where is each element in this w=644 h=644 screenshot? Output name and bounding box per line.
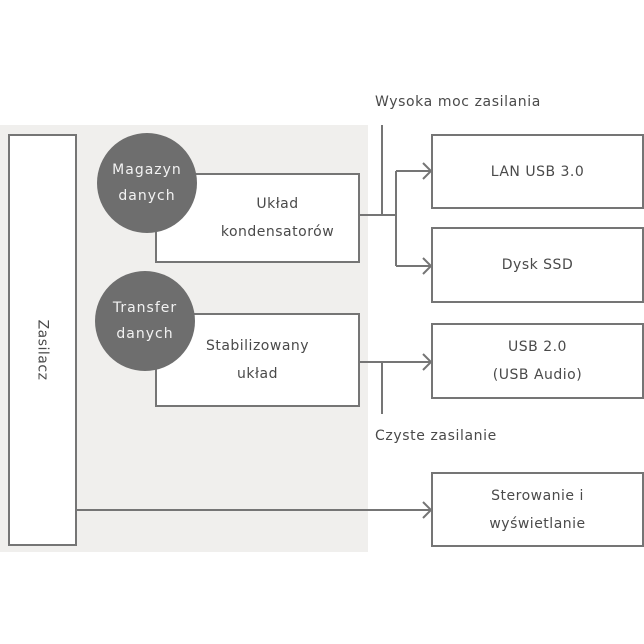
- high-power-label: Wysoka moc zasilania: [375, 94, 541, 110]
- output-control-display: Sterowanie i wyświetlanie: [431, 472, 644, 547]
- storage-circle-line2: danych: [118, 188, 176, 204]
- storage-circle-line1: Magazyn: [112, 162, 182, 178]
- stabilized-block-line1: Stabilizowany: [205, 338, 310, 354]
- output-usb2-line1: USB 2.0: [508, 339, 567, 355]
- output-control-line2: wyświetlanie: [489, 515, 586, 532]
- output-usb2-line2: (USB Audio): [492, 367, 583, 383]
- transfer-circle-line1: Transfer: [112, 300, 178, 316]
- clean-power-label: Czyste zasilanie: [375, 428, 497, 444]
- transfer-circle: Transfer danych: [95, 271, 195, 371]
- power-supply-block: Zasilacz: [8, 134, 77, 546]
- power-supply-label: Zasilacz: [34, 319, 51, 381]
- capacitor-block-line1: Układ: [256, 196, 299, 212]
- storage-circle: Magazyn danych: [97, 133, 197, 233]
- capacitor-block-line2: kondensatorów: [220, 224, 335, 240]
- transfer-circle-line2: danych: [116, 326, 174, 342]
- output-ssd-label: Dysk SSD: [501, 257, 574, 273]
- stabilized-block-line2: układ: [237, 366, 278, 382]
- output-ssd: Dysk SSD: [431, 227, 644, 303]
- output-lan-usb3: LAN USB 3.0: [431, 134, 644, 209]
- output-usb2: USB 2.0 (USB Audio): [431, 323, 644, 399]
- output-lan-usb3-label: LAN USB 3.0: [490, 163, 585, 180]
- output-control-line1: Sterowanie i: [491, 487, 584, 504]
- capacitor-block: Układ kondensatorów: [155, 173, 360, 263]
